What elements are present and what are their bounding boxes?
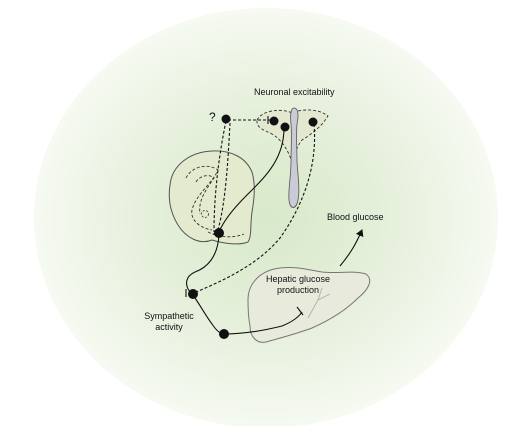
label-blood-glucose: Blood glucose	[327, 212, 384, 222]
neuron-question-icon	[221, 114, 231, 124]
dashed-path-question-neuron-to-hypothalamus	[213, 120, 227, 233]
solid-path-brainstem-to-hypothalamus	[218, 127, 285, 233]
neuron-peripheral-icon	[219, 329, 229, 339]
pituitary-icon	[288, 107, 300, 208]
neuron-sympathetic-icon	[188, 289, 198, 299]
background-halo	[34, 8, 498, 426]
neuron-hypothalamus-icon	[214, 228, 224, 238]
dashed-path-brainstem-to-sympathetic	[195, 123, 316, 293]
dashed-path-question-neuron-to-hypothalamus-2	[217, 122, 231, 231]
synapse-icon	[296, 306, 304, 316]
neuron-brainstem-mid-icon	[280, 122, 290, 132]
neural-pathways	[186, 119, 364, 335]
label-question-mark: ?	[209, 110, 216, 124]
small-nucleus-icon	[201, 210, 209, 218]
label-hepatic-line-2: production	[276, 285, 320, 295]
neuron-brainstem-right-icon	[308, 117, 318, 127]
liver-vessel-lines	[307, 287, 331, 319]
neuron-brainstem-left-icon	[269, 116, 279, 126]
label-hepatic-line-1: Hepatic glucose	[265, 274, 331, 284]
arrow-liver-to-blood-glucose	[339, 229, 364, 267]
label-neuronal-excitability: Neuronal excitability	[254, 87, 335, 97]
liver-icon	[247, 267, 371, 343]
brain-inner-dashed-contour	[185, 165, 219, 231]
solid-path-peripheral-to-liver	[223, 311, 303, 335]
solid-path-hypothalamus-to-sympathetic	[186, 233, 220, 293]
label-sympathetic-activity: Sympathetic activity	[137, 311, 201, 333]
brain-section-icon	[168, 150, 255, 245]
label-sympathetic-line-1: Sympathetic	[144, 311, 194, 321]
label-sympathetic-line-2: activity	[155, 322, 183, 332]
brain-inner-dashed-contour-2	[195, 175, 215, 215]
neurons	[188, 114, 318, 339]
label-hepatic-glucose-production: Hepatic glucose production	[258, 274, 338, 296]
